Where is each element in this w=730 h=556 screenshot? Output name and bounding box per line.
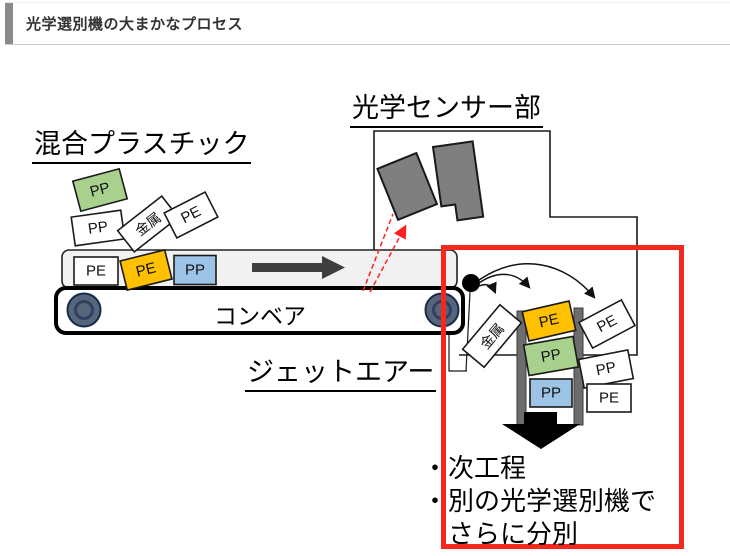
plastic-piece-PE: PE (73, 256, 119, 286)
svg-text:PP: PP (540, 346, 563, 366)
svg-text:PP: PP (87, 218, 109, 238)
sensor-housing-outline (373, 130, 638, 356)
svg-text:PP: PP (88, 179, 112, 201)
section-header: 光学選別機の大まかなプロセス (5, 2, 730, 45)
label-mixed-plastic: 混合プラスチック (32, 122, 252, 164)
svg-text:PE: PE (599, 390, 619, 407)
header-accent-bar (5, 3, 13, 44)
plastic-piece-金属: 金属 (461, 303, 523, 369)
next-process-notes: ・次工程 ・別の光学選別機で さらに分別 (422, 452, 656, 551)
sorted-output-highlight-box (441, 245, 684, 549)
next-process-arrow-icon (502, 412, 580, 449)
svg-text:PE: PE (134, 259, 158, 280)
svg-text:PP: PP (541, 385, 561, 402)
belt-direction-arrow-icon (252, 256, 345, 279)
camera-sensor-lens-icon (431, 140, 485, 222)
plastic-piece-PP: PP (71, 167, 129, 213)
sensor-beam-lines (362, 213, 407, 293)
plastic-piece-PE: PE (163, 191, 219, 239)
note-line: ・別の光学選別機で (422, 486, 657, 516)
page-title: 光学選別機の大まかなプロセス (26, 16, 244, 33)
camera-sensor-icon (376, 151, 439, 222)
separator-bar-left (516, 310, 527, 426)
note-line: さらに分別 (448, 519, 579, 549)
svg-text:PE: PE (86, 263, 106, 280)
jet-air-nozzle-dot (462, 274, 480, 292)
note-line: ・次工程 (422, 453, 527, 483)
label-conveyor: コンベア (212, 297, 308, 334)
label-optical-sensor: 光学センサー部 (350, 86, 543, 128)
plastic-piece-PP: PP (173, 254, 217, 286)
conveyor-roller-left (66, 292, 102, 328)
plastic-piece-PE: PE (119, 248, 173, 292)
ejection-arrows (478, 263, 596, 299)
svg-text:PP: PP (595, 359, 618, 380)
plastic-piece-PP: PP (529, 378, 573, 408)
chute-left-wall-line (465, 291, 471, 372)
chute-step-line (448, 334, 467, 372)
svg-text:PE: PE (537, 310, 560, 331)
plastic-piece-PP: PP (70, 209, 126, 247)
svg-text:PP: PP (185, 262, 205, 279)
label-jet-air: ジェットエアー (245, 350, 437, 392)
plastic-piece-PE: PE (577, 298, 637, 350)
plastic-piece-PE: PE (521, 300, 577, 342)
plastic-piece-PE: PE (586, 383, 632, 413)
plastic-piece-PP: PP (522, 335, 580, 377)
